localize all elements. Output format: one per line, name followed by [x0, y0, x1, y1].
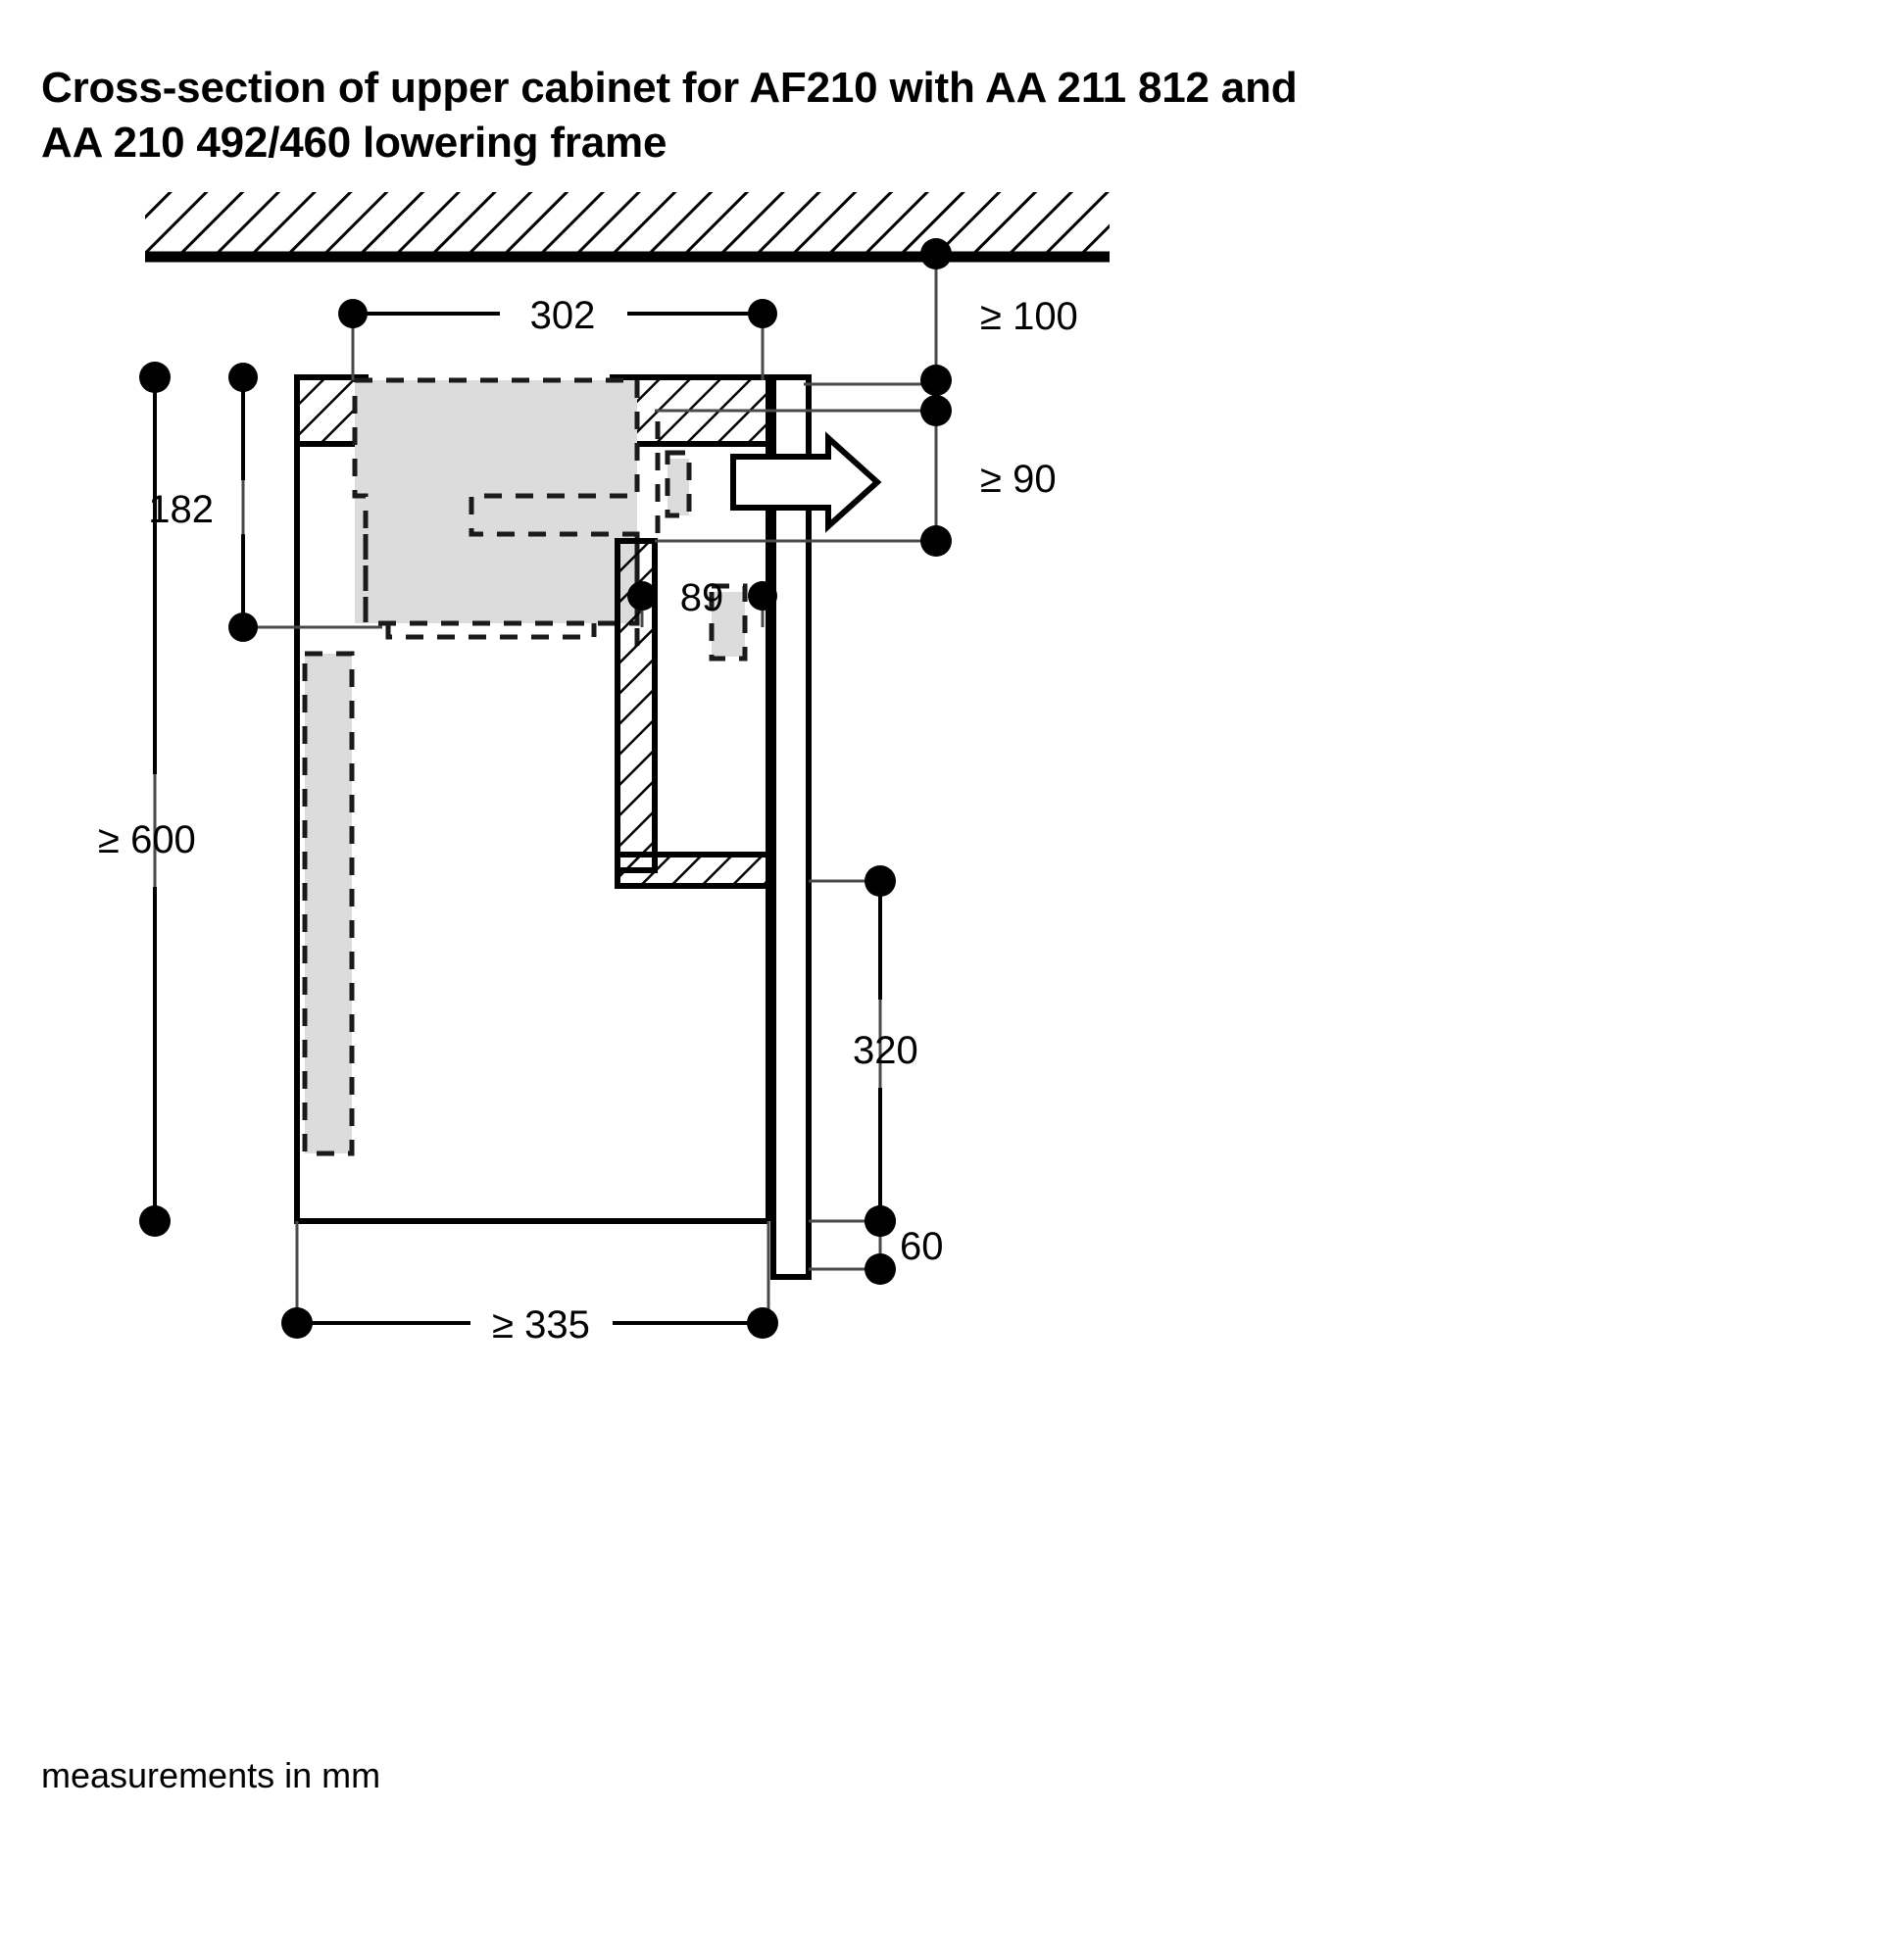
- dimension-302-label: 302: [530, 294, 596, 337]
- dimension-min-100: ≥ 100: [920, 238, 1078, 396]
- dimension-min-90-label: ≥ 90: [980, 458, 1057, 501]
- cabinet-outline: [294, 377, 768, 1224]
- dimension-60: 60: [865, 1205, 944, 1285]
- dimension-min-600-label: ≥ 600: [98, 818, 196, 861]
- measurement-note: measurements in mm: [41, 1755, 381, 1795]
- page-title: Cross-section of upper cabinet for AF210…: [41, 64, 1298, 167]
- dimension-60-label: 60: [900, 1225, 944, 1268]
- dimension-min-335-label: ≥ 335: [492, 1303, 590, 1347]
- dimension-89: 89: [627, 576, 777, 619]
- airflow-arrow-right: [730, 431, 882, 533]
- dimension-320-label: 320: [853, 1029, 918, 1072]
- dimension-min-100-label: ≥ 100: [980, 295, 1078, 338]
- dimension-302: 302: [338, 294, 777, 337]
- dimension-320: 320: [853, 865, 918, 1237]
- ceiling-hatched-band: [145, 192, 1110, 263]
- dimension-89-label: 89: [680, 576, 724, 619]
- front-panel-vertical: [766, 374, 812, 1280]
- dimension-min-335: ≥ 335: [281, 1303, 778, 1347]
- appliance-gray-block: [305, 380, 745, 1153]
- dimension-min-600: ≥ 600: [98, 362, 196, 1237]
- dimension-182-label: 182: [148, 488, 214, 531]
- lowering-frame-dashed-outline: [302, 377, 748, 1156]
- dimension-min-90: ≥ 90: [920, 395, 1057, 557]
- dimension-182: 182: [148, 363, 258, 642]
